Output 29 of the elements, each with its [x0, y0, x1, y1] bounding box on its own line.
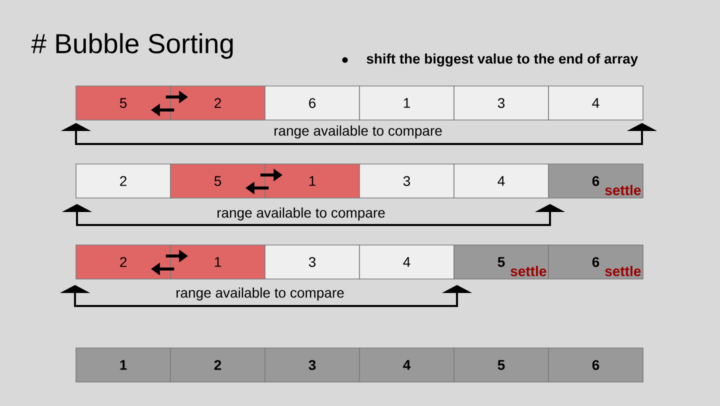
range-label: range available to compare	[176, 287, 344, 301]
array-cell: 2	[170, 86, 266, 120]
array-cell: 5	[170, 164, 266, 198]
array-cell: 4	[548, 86, 644, 120]
range-label: range available to compare	[218, 207, 385, 221]
status-label: settle	[605, 184, 641, 196]
array-cell: 1	[359, 86, 454, 120]
array-cell: 2	[170, 348, 266, 382]
status-label: settle	[510, 266, 546, 276]
title: # Bubble Sorting	[31, 33, 233, 59]
array-cell: 1	[264, 164, 360, 198]
array-cell: 2	[76, 164, 171, 198]
array-cell: 4	[359, 348, 454, 382]
array-cell: 1	[170, 244, 266, 280]
range-label: range available to compare	[274, 125, 442, 139]
note-text: shift the biggest value to the end of array	[366, 54, 638, 66]
array-cell: 6	[548, 348, 644, 382]
array-cell: 3	[264, 244, 360, 280]
array-cell: 5	[76, 86, 171, 120]
array-cell: 4	[454, 164, 549, 198]
array-cell: 3	[359, 164, 454, 198]
status-label: settle	[605, 266, 641, 276]
array-cell: 2	[76, 244, 171, 280]
array-cell: 3	[264, 348, 360, 382]
array-cell: 5	[454, 348, 549, 382]
array-cell: 1	[76, 348, 171, 382]
array-cell: 6	[264, 86, 360, 120]
array-cell: 4	[359, 244, 454, 280]
array-cell: 3	[454, 86, 549, 120]
